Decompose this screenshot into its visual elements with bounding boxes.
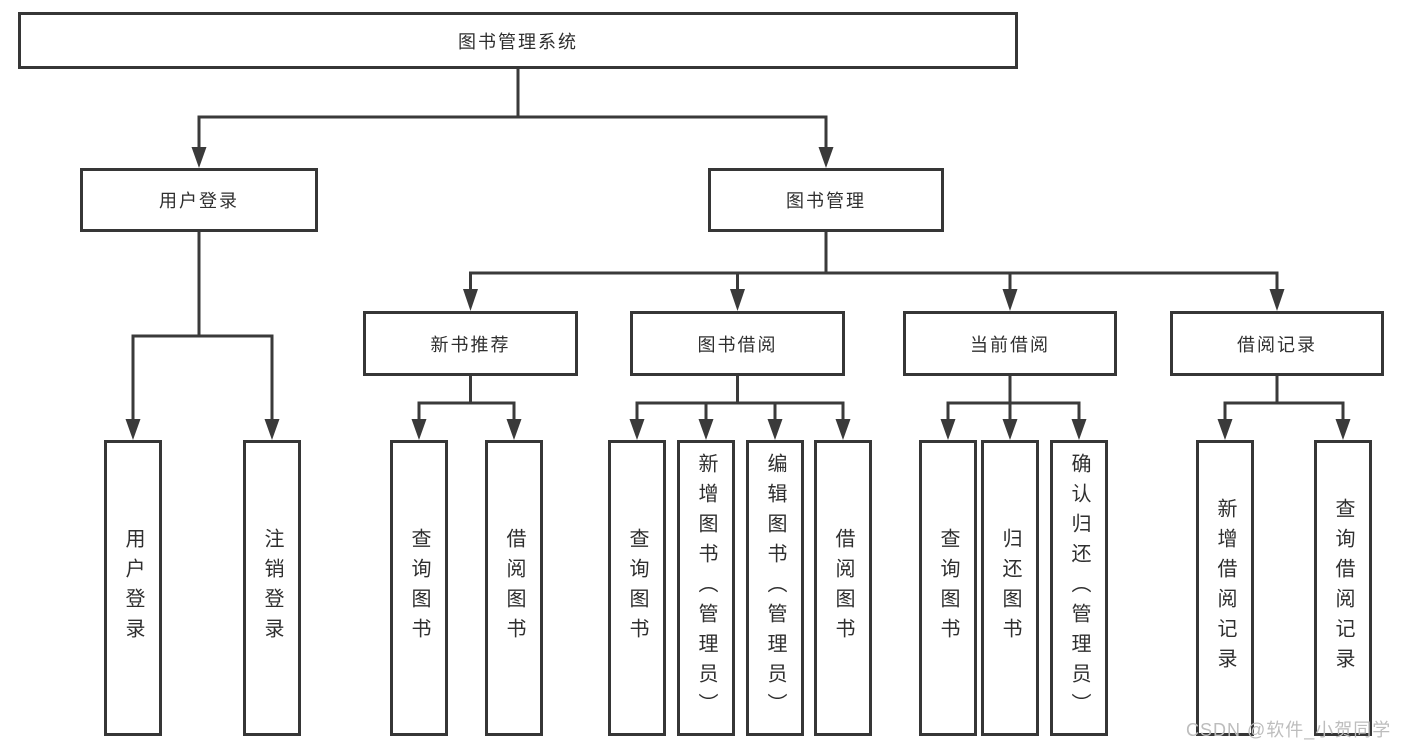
node-user-login: 用户登录	[80, 168, 318, 232]
leaf-label: 查询图书	[408, 528, 430, 648]
node-borrow-records: 借阅记录	[1170, 311, 1384, 376]
leaf-label: 新增图书（管理员）	[695, 453, 717, 723]
leaf-label: 确认归还（管理员）	[1068, 453, 1090, 723]
leaf-label: 查询图书	[937, 528, 959, 648]
arrowhead	[767, 419, 783, 440]
leaf-confirm-return-admin: 确认归还（管理员）	[1050, 440, 1108, 736]
arrowhead	[463, 289, 478, 311]
leaf-user-login: 用户登录	[104, 440, 162, 736]
arrowhead	[264, 419, 280, 440]
connector-root	[191, 69, 834, 168]
leaf-query-books-recommend: 查询图书	[390, 440, 448, 736]
leaf-label: 注销登录	[261, 528, 283, 648]
leaf-query-borrow-record: 查询借阅记录	[1314, 440, 1372, 736]
arrowhead	[1269, 289, 1285, 311]
leaf-borrow-books-recommend: 借阅图书	[485, 440, 543, 736]
watermark-text: CSDN @软件_小贺同学	[1186, 720, 1392, 740]
arrowhead	[506, 419, 522, 440]
connector-book-management	[463, 232, 1285, 311]
leaf-label: 编辑图书（管理员）	[764, 453, 786, 723]
connector-user-login	[125, 232, 280, 440]
node-new-book-recommend: 新书推荐	[363, 311, 578, 376]
leaf-label: 查询图书	[626, 528, 648, 648]
arrowhead	[191, 147, 207, 168]
leaf-query-books-borrow: 查询图书	[608, 440, 666, 736]
arrowhead	[940, 419, 956, 440]
connector-new-book-recommend	[411, 376, 522, 440]
connector-book-borrow	[629, 376, 851, 440]
node-current-borrow: 当前借阅	[903, 311, 1117, 376]
leaf-label: 新增借阅记录	[1214, 498, 1236, 678]
node-book-management: 图书管理	[708, 168, 944, 232]
node-root: 图书管理系统	[18, 12, 1018, 69]
leaf-logout: 注销登录	[243, 440, 301, 736]
leaf-label: 借阅图书	[832, 528, 854, 648]
node-book-borrow: 图书借阅	[630, 311, 845, 376]
leaf-label: 用户登录	[122, 528, 144, 648]
arrowhead	[1071, 419, 1087, 440]
arrowhead	[818, 147, 834, 168]
arrowhead	[1002, 289, 1018, 311]
leaf-label: 查询借阅记录	[1332, 498, 1354, 678]
leaf-label: 借阅图书	[503, 528, 525, 648]
leaf-label: 归还图书	[999, 528, 1021, 648]
leaf-borrow-books-2: 借阅图书	[814, 440, 872, 736]
arrowhead	[629, 419, 645, 440]
connector-borrow-records	[1217, 376, 1351, 440]
arrowhead	[1002, 419, 1018, 440]
leaf-edit-book-admin: 编辑图书（管理员）	[746, 440, 804, 736]
arrowhead	[698, 419, 714, 440]
leaf-add-borrow-record: 新增借阅记录	[1196, 440, 1254, 736]
arrowhead	[1217, 419, 1233, 440]
arrowhead	[1335, 419, 1351, 440]
arrowhead	[411, 419, 427, 440]
leaf-query-books-current: 查询图书	[919, 440, 977, 736]
arrowhead	[125, 419, 141, 440]
leaf-add-book-admin: 新增图书（管理员）	[677, 440, 735, 736]
leaf-return-book: 归还图书	[981, 440, 1039, 736]
arrowhead	[835, 419, 851, 440]
arrowhead	[730, 289, 745, 311]
connector-current-borrow	[940, 376, 1087, 440]
